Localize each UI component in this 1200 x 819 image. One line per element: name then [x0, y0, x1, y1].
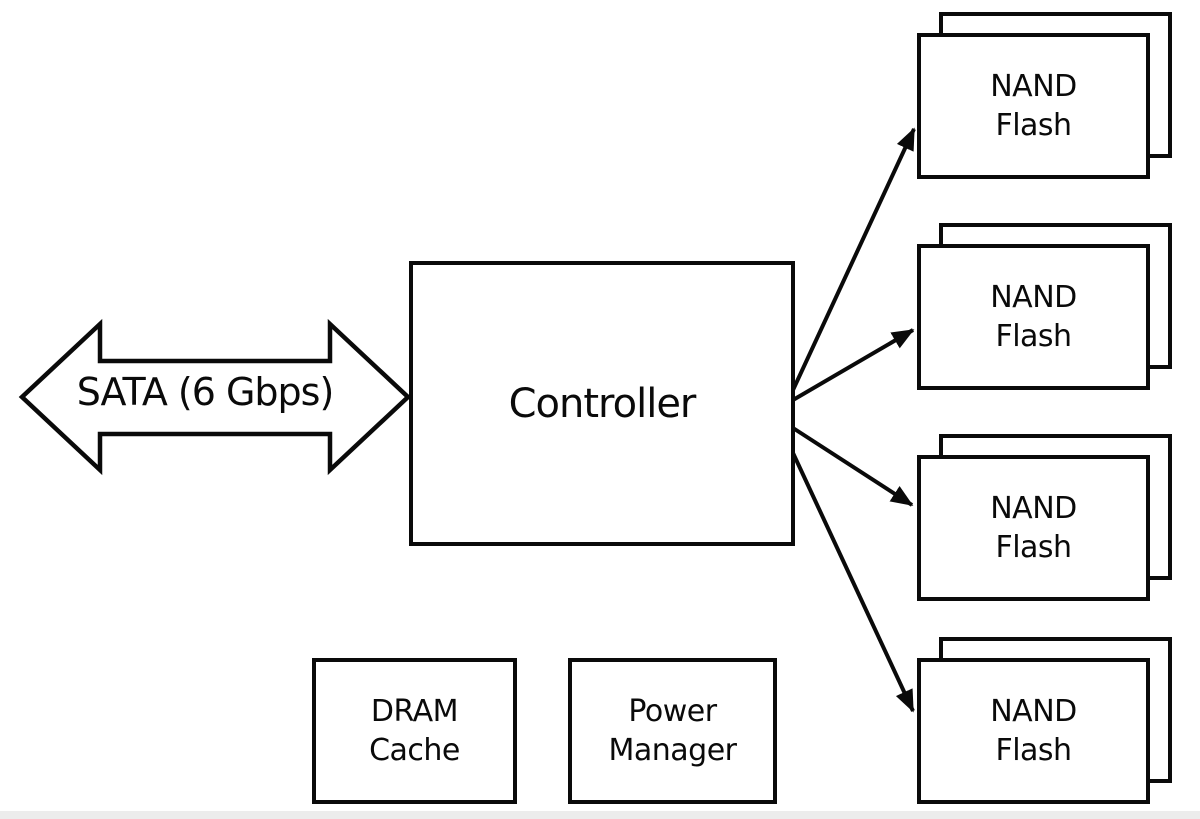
nand-flash-group-1: NAND Flash [917, 12, 1172, 179]
controller-label: Controller [508, 380, 697, 427]
nand-flash-label-line2: Flash [995, 319, 1072, 354]
nand-flash-label-line2: Flash [995, 108, 1072, 143]
nand-flash-box: NAND Flash [917, 455, 1150, 601]
nand-flash-box: NAND Flash [917, 658, 1150, 804]
controller-to-nand1-arrow [791, 127, 916, 391]
nand-flash-group-3: NAND Flash [917, 434, 1172, 601]
nand-flash-group-4: NAND Flash [917, 637, 1172, 804]
nand-flash-label-line1: NAND [990, 694, 1077, 729]
page-edge-line [0, 811, 1200, 819]
dram-cache-box: DRAM Cache [312, 658, 517, 804]
nand-flash-label-line1: NAND [990, 491, 1077, 526]
controller-to-nand3-arrow [791, 426, 914, 507]
nand-flash-label-line2: Flash [995, 733, 1072, 768]
nand-flash-label-line1: NAND [990, 280, 1077, 315]
sata-bus-arrow-icon [18, 318, 412, 476]
nand-flash-label-line1: NAND [990, 69, 1077, 104]
power-manager-label-line2: Manager [608, 733, 738, 768]
nand-flash-label-line2: Flash [995, 530, 1072, 565]
sata-bus-label: SATA (6 Gbps) [76, 370, 335, 414]
nand-flash-box: NAND Flash [917, 244, 1150, 390]
controller-to-nand2-arrow [791, 328, 915, 402]
nand-flash-group-2: NAND Flash [917, 223, 1172, 390]
controller-box: Controller [409, 261, 795, 546]
power-manager-label-line1: Power [628, 694, 717, 729]
power-manager-box: Power Manager [568, 658, 777, 804]
dram-cache-label-line1: DRAM [370, 694, 459, 729]
controller-to-nand4-arrow [791, 452, 915, 713]
dram-cache-label-line2: Cache [369, 733, 460, 768]
nand-flash-box: NAND Flash [917, 33, 1150, 179]
